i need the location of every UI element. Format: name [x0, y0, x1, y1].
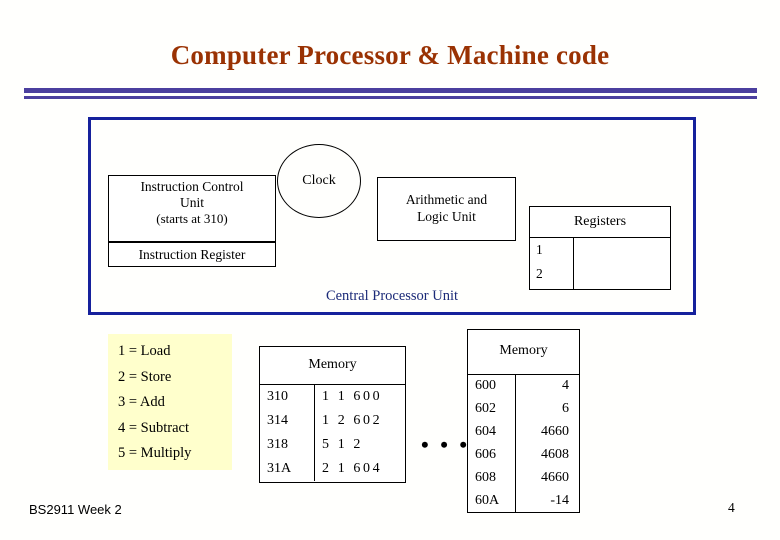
legend-item: 4 = Subtract — [118, 419, 189, 436]
memory-value: 4660 — [541, 470, 569, 485]
instruction-register-box: Instruction Register — [108, 242, 276, 267]
clock-circle: Clock — [277, 144, 361, 218]
slide-number: 4 — [728, 500, 735, 515]
table-row: 31A 2 1 604 — [260, 457, 405, 481]
table-row: 600 4 — [468, 375, 579, 398]
ellipsis-separator: • • • — [421, 432, 471, 457]
title-rule-thick — [24, 88, 757, 93]
registers-table: Registers 1 2 — [529, 206, 671, 290]
title-rule-thin — [24, 96, 757, 99]
table-row: 608 4660 — [468, 467, 579, 490]
memory-value: 4660 — [541, 424, 569, 439]
register-row: 1 — [536, 242, 543, 257]
table-row: 604 4660 — [468, 421, 579, 444]
memory-value: 1 2 602 — [322, 413, 383, 428]
memory-value: -14 — [550, 493, 569, 508]
memory-value: 4 — [562, 378, 569, 393]
memory-address: 606 — [468, 444, 516, 467]
memory-value: 2 1 604 — [322, 461, 383, 476]
table-row: 602 6 — [468, 398, 579, 421]
memory-value: 6 — [562, 401, 569, 416]
memory-data-rows: 600 4 602 6 604 4660 606 4608 608 4660 6… — [468, 375, 579, 513]
table-row: 314 1 2 602 — [260, 409, 405, 433]
memory-address: 318 — [260, 433, 315, 457]
memory-address: 608 — [468, 467, 516, 490]
registers-header: Registers — [530, 207, 670, 238]
memory-value: 4608 — [541, 447, 569, 462]
alu-line-1: Arithmetic and — [405, 192, 488, 207]
memory-program-table: Memory 310 1 1 600 314 1 2 602 318 5 1 2… — [259, 346, 406, 483]
memory-address: 602 — [468, 398, 516, 421]
memory-address: 60A — [468, 490, 516, 513]
table-row: 318 5 1 2 — [260, 433, 405, 457]
cpu-boundary-box — [88, 117, 696, 315]
icu-line-2: Unit — [179, 195, 204, 210]
registers-index-column: 1 2 — [530, 238, 574, 290]
cpu-caption: Central Processor Unit — [325, 288, 459, 304]
memory-program-header: Memory — [260, 347, 405, 385]
memory-value: 1 1 600 — [322, 389, 383, 404]
memory-address: 314 — [260, 409, 315, 433]
memory-data-header: Memory — [468, 330, 579, 375]
table-row: 606 4608 — [468, 444, 579, 467]
registers-body: 1 2 — [530, 238, 670, 290]
memory-data-table: Memory 600 4 602 6 604 4660 606 4608 608… — [467, 329, 580, 513]
memory-value: 5 1 2 — [322, 437, 363, 452]
page-title: Computer Processor & Machine code — [170, 40, 610, 70]
registers-value-column — [574, 238, 670, 290]
register-row: 2 — [536, 266, 543, 281]
footer-course-label: BS2911 Week 2 — [29, 502, 122, 517]
legend-item: 1 = Load — [118, 343, 171, 359]
alu-line-2: Logic Unit — [417, 209, 476, 224]
memory-address: 310 — [260, 385, 315, 409]
icu-line-3: (starts at 310) — [156, 211, 228, 226]
memory-address: 31A — [260, 457, 315, 481]
memory-program-rows: 310 1 1 600 314 1 2 602 318 5 1 2 31A 2 … — [260, 385, 405, 481]
memory-address: 604 — [468, 421, 516, 444]
table-row: 60A -14 — [468, 490, 579, 513]
table-row: 310 1 1 600 — [260, 385, 405, 409]
instruction-control-unit-box: Instruction Control Unit (starts at 310) — [108, 175, 276, 242]
legend-item: 3 = Add — [118, 394, 165, 410]
memory-address: 600 — [468, 375, 516, 398]
legend-item: 5 = Multiply — [118, 445, 192, 461]
opcode-legend: 1 = Load 2 = Store 3 = Add 4 = Subtract … — [108, 334, 232, 470]
arithmetic-logic-unit-box: Arithmetic and Logic Unit — [377, 177, 516, 241]
legend-item: 2 = Store — [118, 368, 172, 385]
icu-line-1: Instruction Control — [140, 179, 244, 194]
